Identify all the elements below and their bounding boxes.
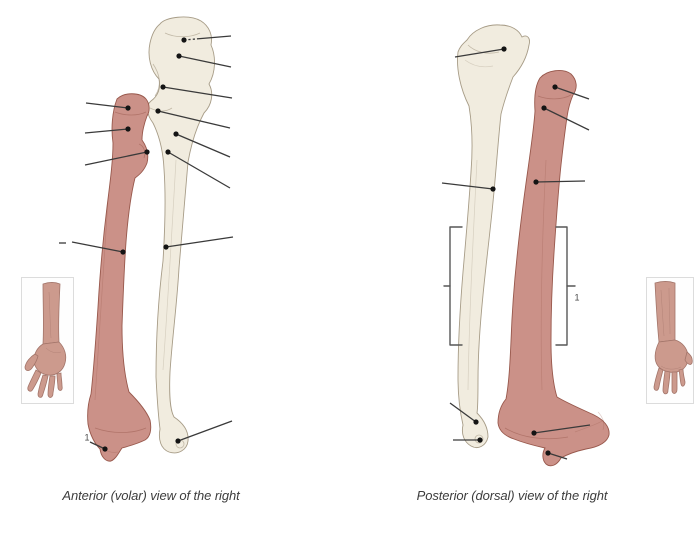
pointer-p5-line [535, 180, 586, 183]
trochlear-notch-anterior [152, 63, 160, 97]
forearm-hand-palm-icon [24, 282, 67, 398]
pointer-a6-dot[interactable] [125, 126, 131, 132]
pointer-p9-dot[interactable] [545, 450, 551, 456]
pointer-a6-line [84, 128, 129, 134]
pointer-a8-dot[interactable] [144, 149, 150, 155]
ulna-shaft-ridge-anterior [162, 159, 177, 371]
olecranon-crease-anterior [164, 32, 201, 38]
olecranon-shade-posterior [464, 59, 494, 68]
radius-shaft-ridge-anterior [94, 199, 109, 401]
pointer-p9-line [547, 452, 568, 460]
hand-dorsal-inset [646, 277, 694, 404]
pointer-p2-line [554, 86, 590, 100]
pointer-a4-line [85, 102, 129, 109]
pointer-a5-line [157, 110, 231, 129]
shaft-bracket-right [555, 226, 568, 346]
pointer-a2-line [178, 55, 232, 68]
pointer-a1-line [196, 35, 232, 40]
pointer-a12-line [89, 441, 106, 450]
radius-distal-crease-anterior [94, 427, 147, 433]
pointer-p5-dot[interactable] [533, 179, 539, 185]
pointer-a3-line [162, 86, 233, 99]
pointer-p3-line [543, 107, 590, 131]
pointer-a1-dot[interactable] [181, 37, 187, 43]
pointer-a11-line [71, 241, 124, 253]
coronoid-crease-anterior [149, 107, 173, 112]
pointer-p7-dot[interactable] [477, 437, 483, 443]
radial-head-line-anterior [114, 111, 147, 116]
posterior-caption: Posterior (dorsal) view of the right [416, 488, 608, 503]
forearm-hand-dorsal-icon [653, 281, 693, 395]
pointer-a13-dot[interactable] [175, 438, 181, 444]
pointer-a8-line [84, 151, 148, 166]
pointer-p4-line [441, 182, 494, 190]
pointer-a3-dot[interactable] [160, 84, 166, 90]
ulna-styloid-ring-posterior [474, 434, 484, 444]
radius-distal-crease-posterior [504, 427, 569, 440]
pointer-a12-dot[interactable] [102, 446, 108, 452]
answer-number-label-posterior: 1 [574, 292, 580, 303]
posterior-panel-bones [457, 24, 610, 467]
pointer-a7-dot[interactable] [173, 131, 179, 137]
leader-lines-layer [59, 35, 591, 460]
anterior-panel-bones [87, 16, 215, 462]
dorsal-tubercle-groove-posterior [574, 411, 605, 433]
pointer-p8-line [533, 424, 591, 434]
radial-tuberosity-shade-anterior [138, 143, 146, 159]
anterior-caption: Anterior (volar) view of the right [62, 488, 240, 503]
radial-head-line-posterior [537, 94, 572, 100]
brackets-layer [443, 226, 576, 346]
pointer-a2-dot[interactable] [176, 53, 182, 59]
pointer-a7-line [175, 133, 231, 158]
pointer-a9-dot[interactable] [165, 149, 171, 155]
radius-bone-posterior [497, 70, 610, 467]
radius-bone-anterior [87, 93, 152, 462]
pointer-p1-line [454, 48, 505, 58]
pointer-p3-dot[interactable] [541, 105, 547, 111]
pointer-p2-dot[interactable] [552, 84, 558, 90]
pointer-a10-line [165, 236, 234, 248]
pointer-p4-dot[interactable] [490, 186, 496, 192]
ulna-bone-posterior [457, 24, 530, 448]
ulna-shaft-ridge-posterior [467, 159, 478, 391]
pointer-p6-line [449, 402, 477, 423]
pointer-a9-line [167, 151, 231, 189]
pointer-p8-dot[interactable] [531, 430, 537, 436]
hand-palm-inset [21, 277, 74, 404]
radius-shaft-ridge-posterior [540, 159, 547, 391]
pointer-p1-dot[interactable] [501, 46, 507, 52]
pointer-a13-line [177, 420, 233, 442]
answer-number-label-anterior: 1 [84, 432, 90, 443]
pointer-a5-dot[interactable] [155, 108, 161, 114]
pointer-p6-dot[interactable] [473, 419, 479, 425]
ulna-bone-anterior [146, 16, 215, 454]
pointer-a10-dot[interactable] [163, 244, 169, 250]
pointer-a4-dot[interactable] [125, 105, 131, 111]
pointer-a11-dot[interactable] [120, 249, 126, 255]
